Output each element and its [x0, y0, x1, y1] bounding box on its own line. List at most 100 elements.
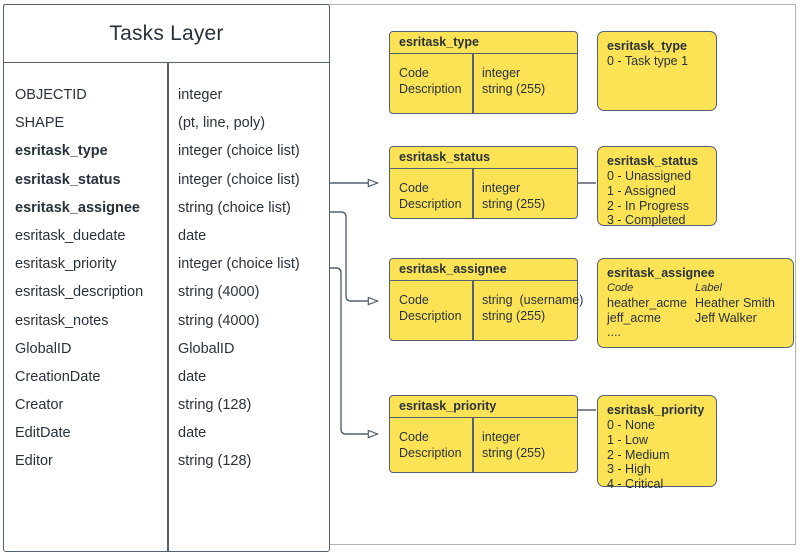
field-type: string (choice list)	[178, 199, 291, 216]
field-type: string (4000)	[178, 312, 260, 329]
value-label: Heather Smith	[695, 295, 775, 310]
list-item: 0 - None	[607, 418, 655, 432]
field-name: EditDate	[15, 425, 71, 442]
table-row: esritask_duedate date	[4, 228, 329, 256]
value-list-pairs: heather_acme Heather Smith jeff_acme Jeff W…	[607, 296, 784, 326]
list-item: 0 - Task type 1	[607, 54, 689, 68]
field-name: esritask_type	[15, 143, 108, 160]
value-list-esritask-assignee[interactable]: esritask_assignee Code Label heather_acm…	[597, 258, 794, 348]
list-item: 1 - Low	[607, 432, 648, 447]
field-type: GlobalID	[178, 340, 235, 357]
field-name: GlobalID	[15, 340, 72, 357]
table-row: esritask_type integer (choice list)	[4, 143, 329, 171]
value-list-title: esritask_assignee	[607, 266, 715, 280]
domain-field-names: Code Description	[399, 181, 462, 211]
domain-table-esritask-assignee[interactable]: esritask_assignee Code Description strin…	[389, 258, 583, 341]
field-name: Creator	[15, 397, 64, 414]
field-type: integer (choice list)	[178, 256, 300, 273]
field-type: string (4000)	[178, 284, 260, 301]
domain-table-header: esritask_status	[390, 147, 577, 169]
value-list-title: esritask_type	[607, 39, 687, 53]
value-list-title: esritask_priority	[607, 403, 705, 417]
domain-table-body: Code Description integer string (255)	[390, 169, 577, 218]
table-row: esritask_description string (4000)	[4, 284, 329, 312]
value-list-ellipsis: ....	[607, 325, 621, 340]
domain-column-divider	[472, 281, 474, 340]
table-row: esritask_notes string (4000)	[4, 313, 329, 341]
table-row: GlobalID GlobalID	[4, 341, 329, 369]
value-code: heather_acme	[607, 295, 687, 310]
field-type: date	[178, 425, 207, 442]
field-name: esritask_priority	[15, 256, 117, 273]
value-code: jeff_acme	[607, 310, 661, 325]
field-name: esritask_description	[15, 284, 144, 301]
column-divider	[167, 63, 169, 551]
value-list-lines: 0 - Task type 1	[607, 54, 707, 69]
field-name: esritask_notes	[15, 312, 109, 329]
domain-field-types: integer string (255)	[482, 430, 546, 460]
list-item: 2 - Medium	[607, 447, 670, 462]
field-type: integer (choice list)	[178, 171, 300, 188]
table-row: OBJECTID integer	[4, 87, 329, 115]
page-title: Tasks Layer	[4, 5, 329, 63]
domain-field-types: string (username) string (255)	[482, 293, 584, 323]
list-item: jeff_acme Jeff Walker	[607, 311, 784, 326]
table-row: EditDate date	[4, 425, 329, 453]
domain-table-esritask-status[interactable]: esritask_status Code Description integer…	[389, 146, 578, 219]
domain-table-header: esritask_type	[390, 32, 577, 54]
table-row: Creator string (128)	[4, 397, 329, 425]
field-name: esritask_assignee	[15, 199, 140, 216]
field-type: integer (choice list)	[178, 143, 300, 160]
list-item: 0 - Unassigned	[607, 169, 692, 183]
list-item: 4 - Critical	[607, 477, 664, 492]
domain-column-divider	[472, 54, 474, 113]
table-row: esritask_status integer (choice list)	[4, 172, 329, 200]
table-row: esritask_priority integer (choice list)	[4, 256, 329, 284]
field-type: string (128)	[178, 453, 252, 470]
field-name: esritask_status	[15, 171, 121, 188]
domain-table-esritask-type[interactable]: esritask_type Code Description integer s…	[389, 31, 578, 114]
field-name: OBJECTID	[15, 87, 87, 103]
field-type: (pt, line, poly)	[178, 115, 266, 132]
field-name: esritask_duedate	[15, 227, 126, 244]
domain-field-names: Code Description	[399, 66, 462, 96]
domain-field-types: integer string (255)	[482, 66, 546, 96]
field-type: string (128)	[178, 397, 252, 414]
value-list-code-header: Code	[607, 282, 634, 294]
value-list-label-header: Label	[695, 282, 722, 294]
field-type: date	[178, 368, 207, 385]
domain-table-body: Code Description integer string (255)	[390, 418, 577, 472]
domain-table-esritask-priority[interactable]: esritask_priority Code Description integ…	[389, 395, 578, 473]
domain-field-names: Code Description	[399, 293, 462, 323]
list-item: 3 - High	[607, 462, 651, 477]
list-item: 3 - Completed	[607, 213, 686, 228]
value-label: Jeff Walker	[695, 310, 757, 325]
domain-table-body: Code Description string (username) strin…	[390, 281, 583, 340]
table-row: esritask_assignee string (choice list)	[4, 200, 329, 228]
field-name: Editor	[15, 453, 53, 470]
list-item: 2 - In Progress	[607, 198, 689, 213]
domain-column-divider	[472, 418, 474, 472]
field-type: integer	[178, 87, 223, 103]
value-list-title: esritask_status	[607, 154, 699, 168]
domain-field-names: Code Description	[399, 430, 462, 460]
table-row: Editor string (128)	[4, 453, 329, 481]
field-type: date	[178, 227, 207, 244]
list-item: heather_acme Heather Smith	[607, 296, 784, 311]
list-item: 1 - Assigned	[607, 183, 676, 198]
value-list-esritask-type[interactable]: esritask_type 0 - Task type 1	[597, 31, 717, 111]
value-list-subheader: Code Label	[607, 281, 784, 296]
domain-table-header: esritask_assignee	[390, 259, 577, 281]
domain-field-types: integer string (255)	[482, 181, 546, 211]
domain-table-body: Code Description integer string (255)	[390, 54, 577, 113]
domain-column-divider	[472, 169, 474, 218]
